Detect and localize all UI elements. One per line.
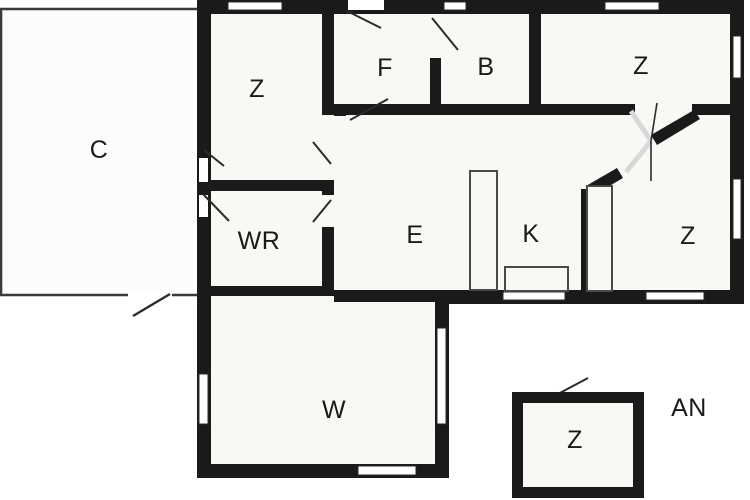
floor-fills [1, 6, 744, 498]
fixture-kitchen-counter [504, 266, 569, 292]
room-label-bedroom-1: Z [249, 75, 265, 103]
door-leaf-upper-a [628, 109, 654, 143]
window-top-z1 [227, 1, 283, 11]
wall-left [197, 0, 211, 478]
floor-terrace [1, 8, 197, 295]
windows [198, 0, 742, 476]
window-bottom-z3 [645, 291, 705, 301]
door-swing-f-top [346, 10, 382, 29]
wall-diagonal-upper [651, 110, 700, 145]
window-right-z2 [732, 35, 742, 79]
wall-w-left-inner [334, 290, 346, 302]
room-label-bath: B [477, 53, 494, 81]
terrace-door-gap [128, 291, 172, 299]
room-label-bedroom-2: Z [633, 52, 649, 80]
wall-f-b-divider [430, 8, 441, 115]
room-label-washroom: WR [238, 227, 281, 255]
annex-wall-right [633, 392, 644, 498]
fixture-kitchen-tall-right [586, 185, 613, 292]
window-right-z3 [732, 178, 742, 240]
wall-z1-bottom [203, 180, 334, 191]
wall-b-z-divider [529, 8, 541, 115]
room-label-living: E [406, 221, 423, 249]
door-swing-z1-left [203, 149, 225, 167]
door-swing-wr-hall [312, 199, 332, 223]
door-gap-wr-hall [322, 195, 334, 227]
room-label-kitchen: K [522, 220, 539, 248]
window-left-wr [199, 195, 208, 217]
door-gap-z1-hall [322, 116, 334, 146]
window-top-b [443, 1, 467, 11]
room-label-bedroom-3: Z [680, 222, 696, 250]
door-gap-b-f [430, 14, 441, 58]
door-swing-upper-a [650, 102, 658, 142]
terrace-door-swing [132, 292, 171, 318]
double-door-upper [624, 102, 658, 181]
window-top-f [348, 0, 384, 10]
wall-f-bottom-stub [334, 104, 387, 115]
wall-z2-bottom-right [692, 104, 736, 115]
room-label-annex-bedroom: Z [567, 426, 583, 454]
window-left-z1 [199, 158, 208, 182]
fixture-kitchen-tall-left [469, 170, 498, 291]
fixtures [469, 170, 613, 292]
floor-main-lower [197, 300, 449, 478]
door-swing-wr-left [202, 193, 230, 222]
wall-e-w-jog [334, 290, 449, 302]
door-swing-b-f [431, 17, 459, 51]
room-label-annex: AN [671, 394, 707, 422]
window-bottom-k [502, 291, 566, 301]
annex-wall-bottom [512, 487, 644, 498]
door-swing-annex [557, 377, 589, 395]
door-leaf-upper-b [624, 139, 653, 174]
annex-wall-left [512, 392, 523, 498]
window-right-w [436, 327, 447, 425]
interior-walls [203, 8, 736, 302]
room-label-terrace: C [90, 136, 109, 164]
annex-wall-top [512, 392, 644, 403]
wall-z1-right [322, 8, 334, 115]
window-top-z2 [604, 1, 660, 11]
room-labels: C Z WR F B Z E K Z W Z AN [90, 52, 707, 454]
window-left-w [198, 373, 209, 425]
floor-annex [512, 392, 644, 498]
window-bottom-w [357, 465, 417, 476]
door-swing-f-bottom [349, 98, 389, 121]
wall-upper-row-bottom [387, 104, 635, 115]
terrace-outline [0, 7, 199, 297]
annex-walls [512, 392, 644, 498]
room-label-bedroom-4: W [322, 396, 346, 424]
wall-wr-bottom [203, 286, 334, 296]
door-swing-z1-hall [312, 141, 332, 165]
room-label-hall: F [377, 54, 393, 82]
